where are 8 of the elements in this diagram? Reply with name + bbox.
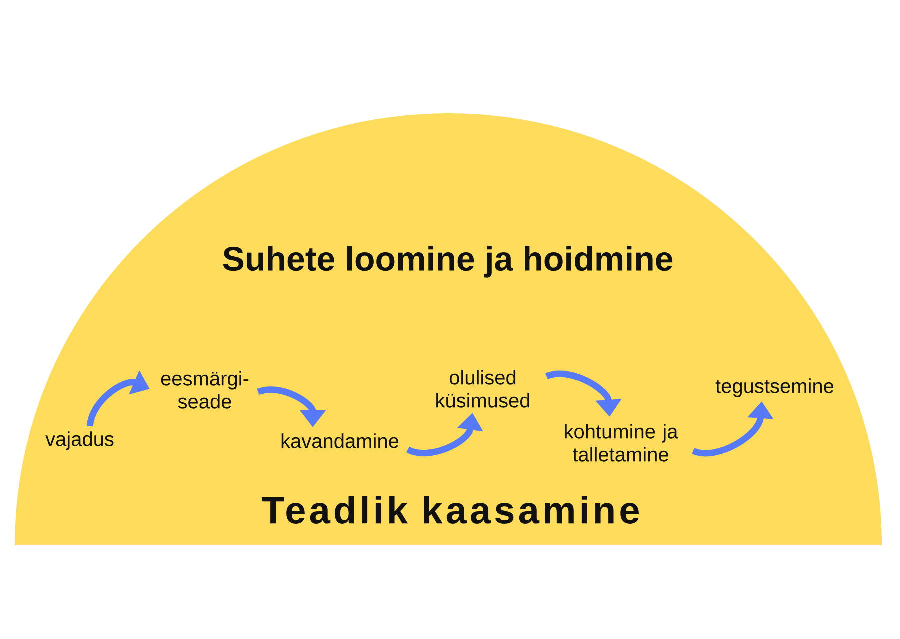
step-label: kohtumine ja talletamine — [565, 424, 678, 462]
heading: Suhete loomine ja hoidmine — [223, 246, 673, 278]
step-label: vajadus — [46, 432, 114, 450]
bottom-title: Teadlik kaasamine — [262, 496, 639, 524]
step-label: kavandamine — [282, 434, 399, 448]
step-label: olulised küsimused — [436, 370, 530, 408]
step-label: eesmärgi- seade — [161, 371, 249, 409]
step-label: tegustsemine — [716, 378, 834, 398]
